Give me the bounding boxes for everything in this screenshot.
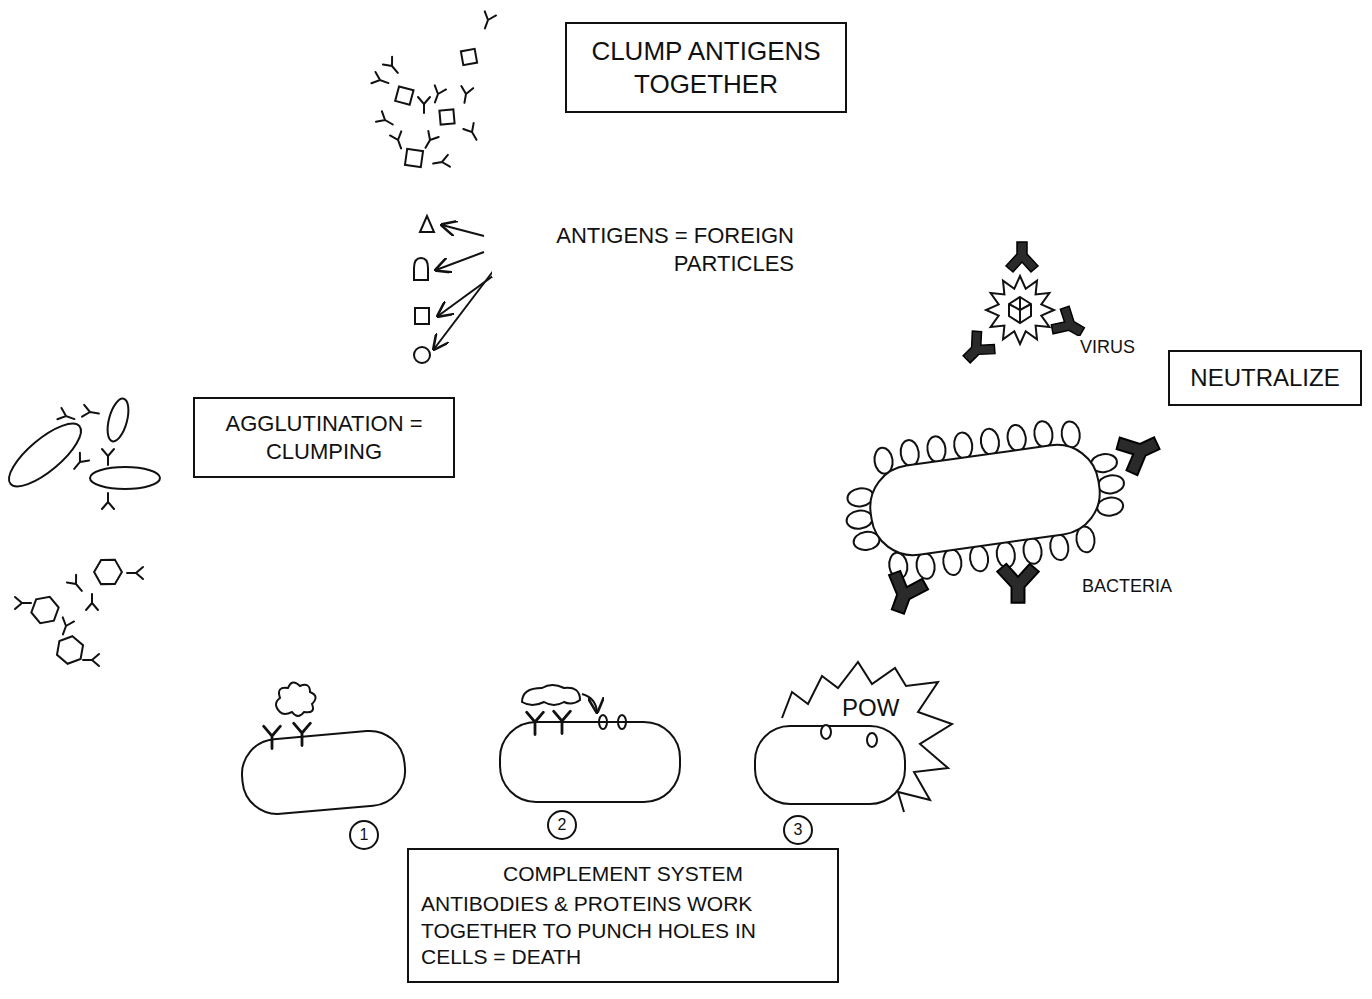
step-number: 3 <box>783 815 813 845</box>
virus <box>986 276 1054 344</box>
box-text: ANTIBODIES & PROTEINS WORK TOGETHER TO P… <box>421 891 825 970</box>
function-box: COMPLEMENT SYSTEM ANTIBODIES & PROTEINS W… <box>407 848 839 983</box>
organism-label: BACTERIA <box>1080 575 1174 598</box>
complement-cells <box>239 662 952 817</box>
function-box: CLUMP ANTIGENS TOGETHER <box>565 22 847 113</box>
box-text: AGGLUTINATION = CLUMPING <box>207 410 441 465</box>
antigen-note: ANTIGENS = FOREIGN PARTICLES <box>492 222 796 277</box>
step-number: 1 <box>349 820 379 850</box>
antibody-group <box>15 405 143 666</box>
antibody-group <box>955 242 1089 371</box>
box-text: NEUTRALIZE <box>1182 363 1348 393</box>
antibody-group <box>371 11 496 169</box>
antibody-group <box>264 711 571 748</box>
organism-label: VIRUS <box>1078 336 1137 359</box>
antigen-shapes <box>414 216 434 363</box>
antigen-clump <box>395 49 477 167</box>
bacterium <box>837 411 1134 589</box>
function-box: AGGLUTINATION = CLUMPING <box>193 397 455 478</box>
box-text: CLUMP ANTIGENS TOGETHER <box>579 35 833 100</box>
step-number: 2 <box>547 810 577 840</box>
effect-word: POW <box>840 693 901 723</box>
agglutinated-bacteria <box>0 396 160 665</box>
box-heading: COMPLEMENT SYSTEM <box>421 861 825 887</box>
function-box: NEUTRALIZE <box>1168 350 1362 406</box>
